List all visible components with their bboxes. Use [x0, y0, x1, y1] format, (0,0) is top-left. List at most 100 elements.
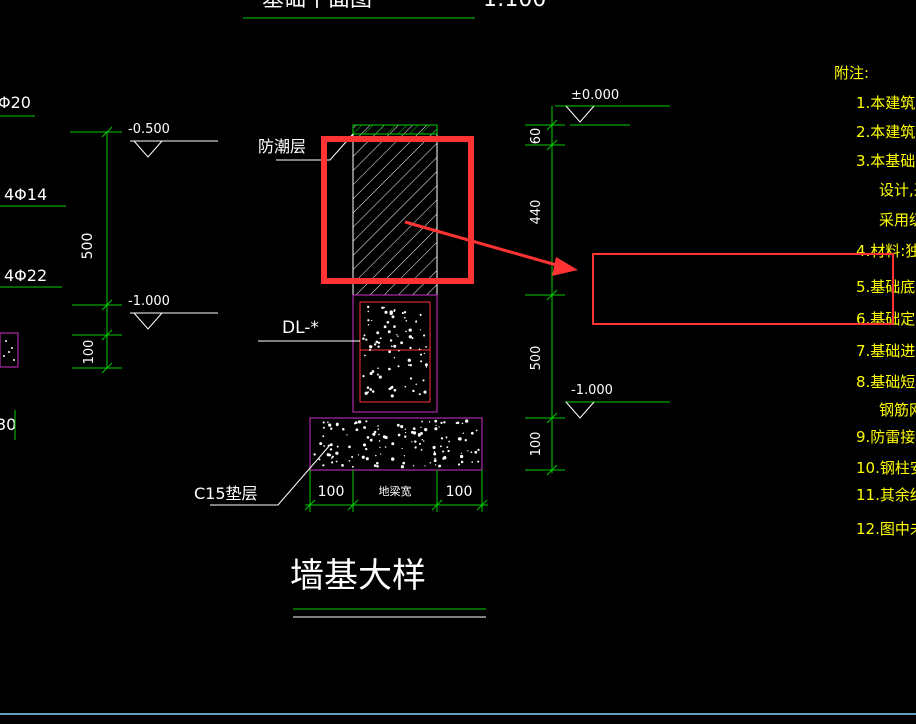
speckle-dot	[402, 461, 406, 465]
elevation-symbol-top	[565, 105, 595, 123]
speckle-dot	[387, 330, 391, 334]
speckle-dot	[330, 427, 333, 430]
speckle-dot	[376, 341, 378, 343]
speckle-dot	[409, 363, 413, 367]
speckle-dot	[362, 375, 365, 378]
speckle-dot	[366, 386, 370, 389]
elevation-symbol-lower	[133, 312, 163, 330]
speckle-dot	[415, 383, 417, 386]
wall-body-hatched	[352, 124, 438, 296]
speckle-dot	[384, 310, 388, 314]
speckle-dot	[420, 431, 423, 435]
speckle-dot	[475, 429, 478, 432]
speckle-dot	[423, 352, 426, 355]
speckle-dot	[425, 366, 428, 368]
speckle-dot	[327, 421, 329, 424]
speckle-dot	[346, 434, 348, 436]
annotation-callout-box[interactable]	[592, 253, 894, 325]
speckle-dot	[369, 388, 373, 391]
speckle-dot	[366, 436, 370, 439]
speckle-dot	[418, 442, 422, 445]
section-title: 墙基大样	[290, 556, 426, 596]
note-item: 6.基础定位	[856, 310, 916, 328]
speckle-dot	[388, 350, 391, 354]
speckle-dot	[400, 425, 404, 429]
rebar-label-2: 4Φ14	[4, 185, 47, 204]
speckle-dot	[367, 305, 370, 309]
speckle-dot	[322, 421, 325, 424]
cushion-leader	[210, 444, 331, 506]
speckle-dot	[367, 319, 370, 322]
speckle-dot	[375, 454, 377, 457]
speckle-dot	[465, 419, 469, 423]
section-title-group: 墙基大样	[290, 556, 486, 618]
speckle-dot	[378, 440, 381, 442]
speckle-dot	[403, 316, 406, 319]
left-elevation-upper: -0.500	[128, 122, 170, 137]
column-section-fragment	[0, 332, 19, 368]
rebar-label-1: Φ20	[0, 93, 31, 112]
speckle-dot	[377, 425, 379, 427]
speckle-dot	[443, 456, 447, 460]
speckle-dot	[393, 310, 396, 312]
speckle-dot	[355, 428, 359, 432]
speckle-dot	[371, 390, 375, 393]
note-item: 8.基础短柱	[856, 373, 916, 391]
speckle-dot	[424, 427, 428, 432]
right-elevation-bottom: -1.000	[571, 383, 613, 398]
speckle-dot	[428, 421, 431, 423]
rebar-label-3: 4Φ22	[4, 266, 47, 285]
speckle-dot	[322, 464, 325, 467]
speckle-dot	[412, 389, 415, 393]
speckle-dot	[383, 325, 387, 329]
notes-heading: 附注:	[834, 64, 869, 82]
top-title: 基础平面图 1:100	[243, 0, 546, 19]
left-elevation-group: -0.500 500 -1.000 100	[70, 122, 218, 374]
speckle-dot	[354, 421, 358, 425]
speckle-dot	[405, 330, 407, 333]
speckle-dot	[408, 364, 410, 366]
speckle-dot	[414, 446, 417, 449]
speckle-dot	[408, 335, 412, 339]
right-dim-60: 60	[529, 128, 544, 145]
speckle-dot	[477, 448, 480, 452]
bottom-dimensions: 100 地梁宽 100	[304, 470, 488, 512]
speckle-dot	[397, 433, 401, 437]
speckle-dot	[363, 426, 367, 429]
speckle-dot	[470, 451, 473, 454]
speckle-dot	[357, 454, 360, 456]
speckle-dot	[419, 329, 422, 331]
note-item: 11.其余结构	[856, 486, 916, 504]
speckle-dot	[423, 390, 427, 394]
speckle-dot	[456, 421, 460, 425]
speckle-dot	[322, 435, 325, 438]
speckle-dot	[364, 391, 368, 395]
note-item: 2.本建筑抗	[856, 123, 916, 141]
speckle-dot	[371, 370, 375, 373]
speckle-dot	[322, 426, 325, 429]
elevation-symbol-upper	[133, 140, 163, 158]
speckle-dot	[348, 445, 351, 449]
speckle-dot	[410, 430, 414, 434]
speckle-dot	[435, 424, 437, 427]
note-item: 采用级配	[879, 211, 916, 229]
highlight-box[interactable]	[321, 136, 474, 284]
note-item: 12.图中未	[856, 520, 916, 538]
speckle-dot	[371, 319, 373, 322]
speckle-dot	[397, 365, 400, 368]
speckle-dot	[442, 450, 445, 453]
speckle-dot	[365, 447, 368, 451]
speckle-dot	[477, 460, 480, 463]
speckle-dot	[403, 455, 405, 457]
speckle-dot	[464, 439, 467, 442]
speckle-dot	[404, 428, 406, 430]
speckle-dot	[391, 457, 395, 461]
speckle-dot	[381, 306, 384, 310]
note-item: 钢筋网采	[879, 401, 916, 419]
speckle-dot	[471, 461, 473, 463]
speckle-dot	[363, 334, 366, 337]
speckle-dot	[412, 427, 416, 430]
section-labels: 防潮层 DL-* C15垫层	[194, 133, 360, 506]
speckle-dot	[423, 334, 426, 337]
